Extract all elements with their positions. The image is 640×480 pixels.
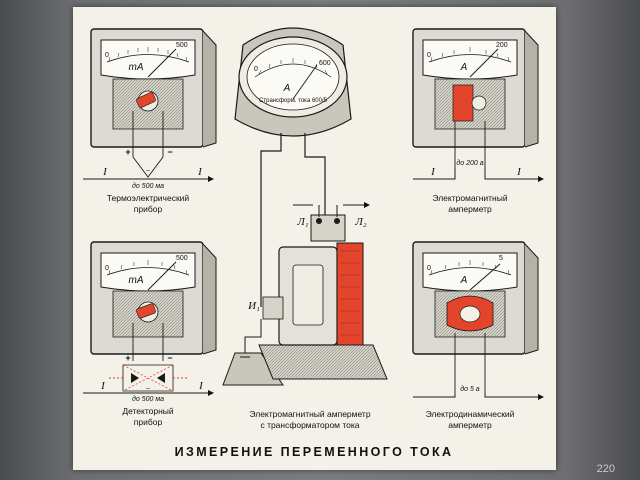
em-unit: A [460, 62, 468, 73]
det-caption-1: Детекторный [122, 406, 174, 416]
electrodynamic-ammeter: 0 5 A до 5 а Электродинамический амперме… [412, 241, 544, 430]
thermo-minus: − [167, 147, 172, 157]
thermo-plus: + [125, 147, 130, 157]
ct-unit: A [283, 83, 291, 94]
det-scale-max: 500 [176, 255, 188, 262]
slide-title: ИЗМЕРЕНИЕ ПЕРЕМЕННОГО ТОКА [175, 445, 454, 459]
thermo-unit: mA [129, 62, 144, 73]
thermo-scale-max: 500 [176, 42, 188, 49]
det-scale-zero: 0 [105, 265, 109, 272]
rectifier-bridge [109, 364, 187, 392]
em-caption-1: Электромагнитный [432, 193, 507, 203]
thermo-caption-2: прибор [134, 204, 163, 214]
em-current-right: I [516, 166, 522, 178]
thermo-current-right: I [197, 166, 203, 178]
det-range: до 500 ма [132, 395, 164, 403]
ct-scale-zero: 0 [254, 66, 258, 73]
det-tilde: ~ [146, 386, 150, 393]
current-transformer: Л₁ Л₂ И₁ Электромагнитный амперметр с тр… [222, 202, 388, 430]
slide-frame: 0 500 mA + − I I ~ до 500 ма Термоэлектр… [73, 7, 556, 470]
em-caption-2: амперметр [448, 204, 492, 214]
ed-caption-1: Электродинамический [426, 409, 515, 419]
ed-scale-zero: 0 [427, 265, 431, 272]
det-unit: mA [129, 275, 144, 286]
page-number: 220 [596, 463, 615, 475]
ed-caption-2: амперметр [448, 420, 492, 430]
det-minus: − [167, 353, 172, 363]
det-current-right: I [198, 380, 204, 392]
em-scale-max: 200 [496, 42, 508, 49]
thermo-current-left: I [102, 166, 108, 178]
thermoelectric-instrument: 0 500 mA + − I I ~ до 500 ма Термоэлектр… [83, 28, 217, 214]
ed-scale-max: 5 [499, 255, 503, 262]
ed-range: до 5 а [460, 385, 480, 393]
ct-caption-1: Электромагнитный амперметр [249, 409, 370, 419]
ct-scale-max: 600 [319, 60, 331, 67]
ct-l2: Л₂ [354, 216, 366, 228]
det-caption-2: прибор [134, 417, 163, 427]
det-current-left: I [100, 380, 106, 392]
em-range: до 200 а [456, 159, 483, 167]
detector-instrument: 0 500 mA + − I I ~ до 500 ма Детекторный… [83, 241, 217, 427]
ct-round-meter: 0 600 A Странсформ. тока 600/5 [234, 27, 352, 257]
em-current-left: I [430, 166, 436, 178]
ct-caption-2: с трансформатором тока [260, 420, 359, 430]
illustration: 0 500 mA + − I I ~ до 500 ма Термоэлектр… [83, 27, 544, 459]
det-plus: + [125, 353, 130, 363]
thermo-caption-1: Термоэлектрический [107, 193, 190, 203]
thermo-scale-zero: 0 [105, 52, 109, 59]
ct-l1: Л₁ [296, 216, 308, 228]
em-scale-zero: 0 [427, 52, 431, 59]
thermo-range: до 500 ма [132, 182, 164, 190]
electromagnetic-ammeter: 0 200 A до 200 а I I Электромагнитный ам… [412, 28, 544, 214]
ct-dial-text: Странсформ. тока 600/5 [259, 98, 328, 104]
thermo-tilde: ~ [146, 168, 150, 175]
ed-unit: A [460, 275, 468, 286]
ct-i1: И₁ [247, 300, 260, 312]
